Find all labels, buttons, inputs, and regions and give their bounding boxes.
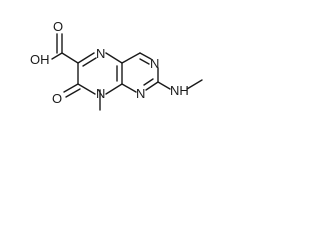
bond-c8-n1	[105, 83, 123, 95]
bond-c2-nh	[157, 81, 171, 90]
bonds	[51, 33, 203, 111]
atom-nh-amine: NH	[170, 83, 189, 98]
bond-n1-c7	[77, 83, 96, 95]
bond-n5-c4a	[105, 52, 123, 64]
atom-n-ring-bottom-right: N	[150, 56, 159, 71]
bond-c4-n3	[139, 52, 152, 60]
atom-n-ring-top-right: N	[136, 86, 145, 101]
bond-c6-cacid	[61, 52, 79, 64]
bond-nh-ch3	[186, 79, 203, 90]
atom-o-acid-carbonyl: O	[53, 19, 63, 34]
atom-n-methyl-ring: N	[96, 86, 105, 101]
atom-n-ring-bottom-left: N	[96, 46, 105, 61]
bond-c4-n3-double	[139, 58, 150, 65]
bond-c7-o	[63, 83, 79, 93]
atom-o-ring-carbonyl: O	[52, 91, 62, 106]
bond-n-top-c8a	[121, 83, 137, 93]
bond-c6-n5	[77, 52, 95, 64]
bond-c6-n5-double	[82, 57, 97, 67]
bond-c7-o-double	[65, 88, 81, 98]
atom-oh-acid: OH	[30, 52, 50, 67]
atom-labels: N N NH N N O O OH	[30, 19, 189, 106]
bond-cacid-oh	[51, 52, 63, 60]
bond-c4a-c4	[121, 52, 141, 64]
molecule-diagram: N N NH N N O O OH	[30, 19, 203, 111]
bond-c2-n-top-double	[143, 78, 154, 86]
bond-c2-n-top	[145, 81, 159, 91]
